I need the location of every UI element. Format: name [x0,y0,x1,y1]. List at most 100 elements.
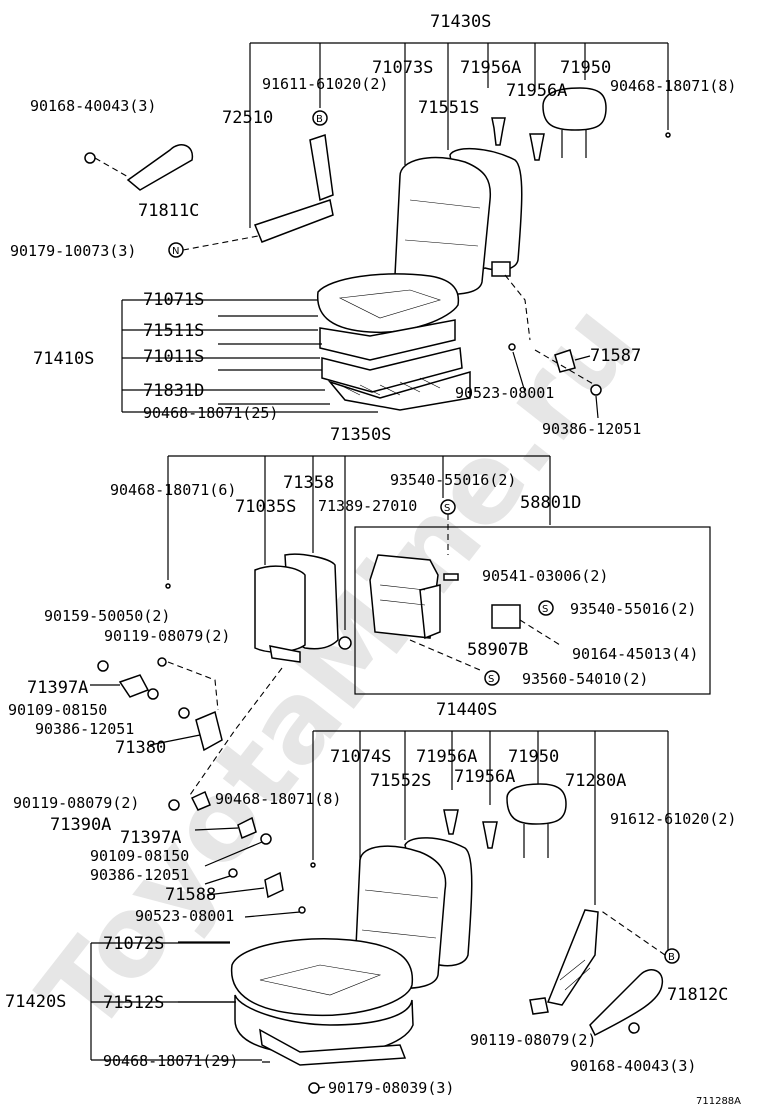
label-90109-1: 90109-08150 [8,701,107,719]
bolt-90109-bottom [260,833,272,845]
recliner-71280A [546,909,599,1006]
label-90541: 90541-03006(2) [482,567,608,585]
console-box-58801D [369,554,441,640]
label-71511S: 71511S [143,321,204,341]
seat-cushion-top [317,273,471,411]
label-71390A: 71390A [50,815,111,835]
svg-text:N: N [172,246,179,257]
label-90119-left: 90119-08079(2) [13,794,139,812]
label-71420S: 71420S [5,992,66,1012]
label-90119-right: 90119-08079(2) [470,1031,596,1049]
guide-bushing-bottom-1 [443,809,459,835]
label-58907B: 58907B [467,640,528,660]
guide-bushing-bottom-2 [482,821,498,849]
bracket-58907B [491,604,521,629]
label-71073S: 71073S [372,58,433,78]
label-71956A-3: 71956A [416,747,477,767]
label-71072S: 71072S [103,934,164,954]
bracket-71350S [167,455,551,630]
clip-bottom-left [310,862,316,868]
label-90179-10073: 90179-10073(3) [10,242,136,260]
label-71587: 71587 [590,346,641,366]
bracket-71410S [121,299,378,413]
label-93540-box: 93540-55016(2) [570,600,696,618]
label-71588: 71588 [165,885,216,905]
svg-text:S: S [542,604,548,615]
label-71280A: 71280A [565,771,626,791]
label-71430S: 71430S [430,12,491,32]
bracket-71390A [190,790,211,811]
label-72510: 72510 [222,108,273,128]
bolt-90168-top [84,152,96,164]
label-93540-top: 93540-55016(2) [390,471,516,489]
screw-90541 [443,573,459,581]
svg-text:S: S [488,674,494,685]
label-91612: 91612-61020(2) [610,810,736,828]
marker-b-bottom [664,948,680,964]
label-71956A-1: 71956A [460,58,521,78]
recliner-cover-71812C [589,969,664,1037]
label-90386-mid: 90386-12051 [35,720,134,738]
label-90468-29: 90468-18071(29) [103,1052,238,1070]
label-71950-1: 71950 [560,58,611,78]
label-71074S: 71074S [330,747,391,767]
label-90179-08039: 90179-08039(3) [328,1079,454,1097]
label-90386-low: 90386-12051 [90,866,189,884]
label-90164: 90164-45013(4) [572,645,698,663]
guide-bushing-top-2 [529,133,545,161]
label-71956A-4: 71956A [454,767,515,787]
bracket-71588 [264,871,284,899]
bracket-71430S [249,42,669,228]
bracket-71420S [90,942,262,1061]
label-90109-2: 90109-08150 [90,847,189,865]
label-90168-bottom: 90168-40043(3) [570,1057,696,1075]
label-71035S: 71035S [235,497,296,517]
label-71956A-2: 71956A [506,81,567,101]
headrest-top [542,87,607,158]
clip-90468-mid [165,583,171,589]
label-71358: 71358 [283,473,334,493]
label-90468-25: 90468-18071(25) [143,404,278,422]
seat-adjuster-top: B [254,110,334,243]
screw-90119-right [529,997,549,1015]
label-71831D: 71831D [143,381,204,401]
bolt-90386-bottom [228,868,238,878]
label-71512S: 71512S [103,993,164,1013]
label-93560: 93560-54010(2) [522,670,648,688]
hinge-71397A-bottom [237,816,257,840]
clip-90523-bottom [298,906,306,914]
label-71380: 71380 [115,738,166,758]
label-91611: 91611-61020(2) [262,75,388,93]
label-90468-6: 90468-18071(6) [110,481,236,499]
label-71071S: 71071S [143,290,204,310]
clip-90523-top [508,343,516,351]
label-71397A-2: 71397A [120,828,181,848]
label-71551S: 71551S [418,98,479,118]
label-90468-8-top: 90468-18071(8) [610,77,736,95]
marker-s-2 [538,600,554,616]
bracket-71440S [312,730,669,955]
nut-71389 [338,636,352,650]
label-71410S: 71410S [33,349,94,369]
label-90119-mid: 90119-08079(2) [104,627,230,645]
label-71397A-1: 71397A [27,678,88,698]
bolt-90168-bottom [628,1022,640,1034]
box-58801D [354,526,711,695]
label-90168-top: 90168-40043(3) [30,97,156,115]
label-90159: 90159-50050(2) [44,607,170,625]
seatback-cover-top [394,147,523,296]
label-71950-2: 71950 [508,747,559,767]
bracket-71587 [554,349,576,373]
label-90523-top: 90523-08001 [455,384,554,402]
label-71011S: 71011S [143,347,204,367]
screw-90119-left [168,799,180,811]
label-71389: 71389-27010 [318,497,417,515]
clip-top-right [665,132,671,138]
label-90523-low: 90523-08001 [135,907,234,925]
bolt-90386-top [590,384,602,396]
svg-text:B: B [668,952,675,963]
label-90386-top: 90386-12051 [542,420,641,438]
svg-text:S: S [444,503,450,514]
